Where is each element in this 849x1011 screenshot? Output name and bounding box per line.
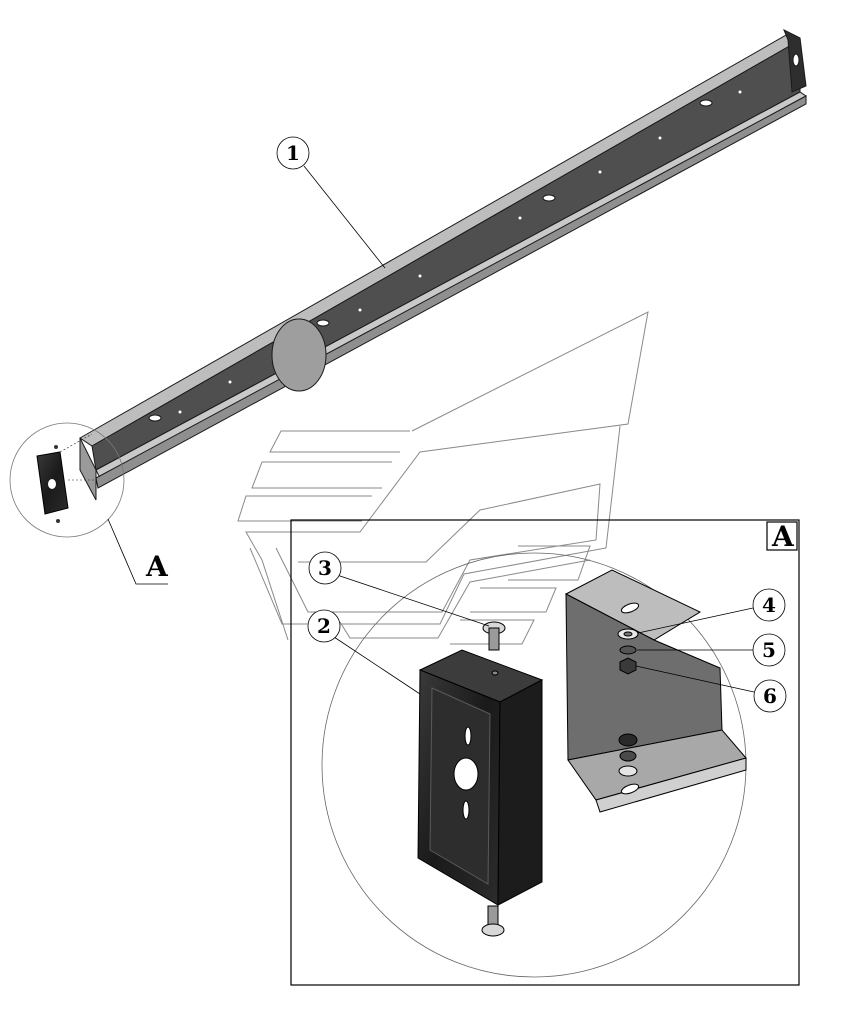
beam-top-lip bbox=[79, 33, 802, 447]
callout-bubble-5 bbox=[752, 633, 786, 667]
overview-cap-hole bbox=[48, 479, 56, 489]
beam bbox=[79, 28, 807, 501]
end-cap-top-hole bbox=[491, 670, 499, 676]
beam-channel bbox=[91, 39, 801, 471]
fastener-stack bbox=[617, 628, 639, 675]
screw-part-3-top bbox=[482, 621, 506, 651]
bracket-bottom-slot bbox=[620, 783, 640, 795]
beam-hole bbox=[316, 319, 330, 327]
watermark-logo bbox=[237, 311, 649, 645]
detail-circle-small bbox=[9, 422, 125, 538]
callout-label-5: 5 bbox=[762, 638, 776, 662]
callout-label-2: 2 bbox=[317, 614, 331, 638]
callouts bbox=[276, 136, 787, 713]
marker-leader bbox=[107, 518, 168, 585]
washer-part-4-hole bbox=[623, 631, 633, 637]
end-cap-side bbox=[497, 679, 543, 906]
break-mark bbox=[271, 318, 327, 392]
callout-labels: 1 3 2 4 5 6 bbox=[286, 141, 777, 708]
lock-washer-part-5 bbox=[619, 645, 637, 655]
end-cap-bottom-slot bbox=[462, 800, 470, 820]
callout-label-1: 1 bbox=[286, 141, 300, 165]
beam-hole bbox=[148, 414, 162, 422]
callout-bubble-6 bbox=[753, 679, 787, 713]
end-cap-center-hole bbox=[453, 757, 479, 791]
callout-bubble-3 bbox=[308, 551, 342, 585]
beam-hole bbox=[699, 99, 713, 107]
bracket-top-slot bbox=[620, 602, 640, 614]
beam-hole bbox=[542, 194, 556, 202]
nut-part-6 bbox=[619, 657, 637, 675]
detail-box-label: A bbox=[771, 520, 795, 553]
callout-label-3: 3 bbox=[318, 556, 332, 580]
bracket-detail bbox=[564, 569, 747, 813]
callout-label-6: 6 bbox=[763, 684, 777, 708]
overview-detail-marker: A bbox=[9, 422, 169, 585]
beam-front-face bbox=[79, 437, 97, 501]
callout-bubble-2 bbox=[307, 609, 341, 643]
beam-perforations bbox=[178, 90, 742, 414]
detail-marker-label: A bbox=[145, 550, 169, 583]
end-plate-hole bbox=[792, 53, 800, 67]
callout-bubble-1 bbox=[276, 136, 310, 170]
bracket-bottom-lip bbox=[595, 757, 747, 813]
end-cap-top-slot bbox=[464, 726, 472, 746]
detail-box-tag bbox=[766, 521, 798, 551]
callout-label-4: 4 bbox=[762, 593, 776, 617]
end-cap-part-2 bbox=[417, 649, 544, 906]
beam-bottom-flange bbox=[95, 91, 807, 479]
screw-part-3-bottom bbox=[481, 905, 505, 937]
callout-bubble-4 bbox=[752, 588, 786, 622]
beam-side bbox=[95, 95, 807, 489]
